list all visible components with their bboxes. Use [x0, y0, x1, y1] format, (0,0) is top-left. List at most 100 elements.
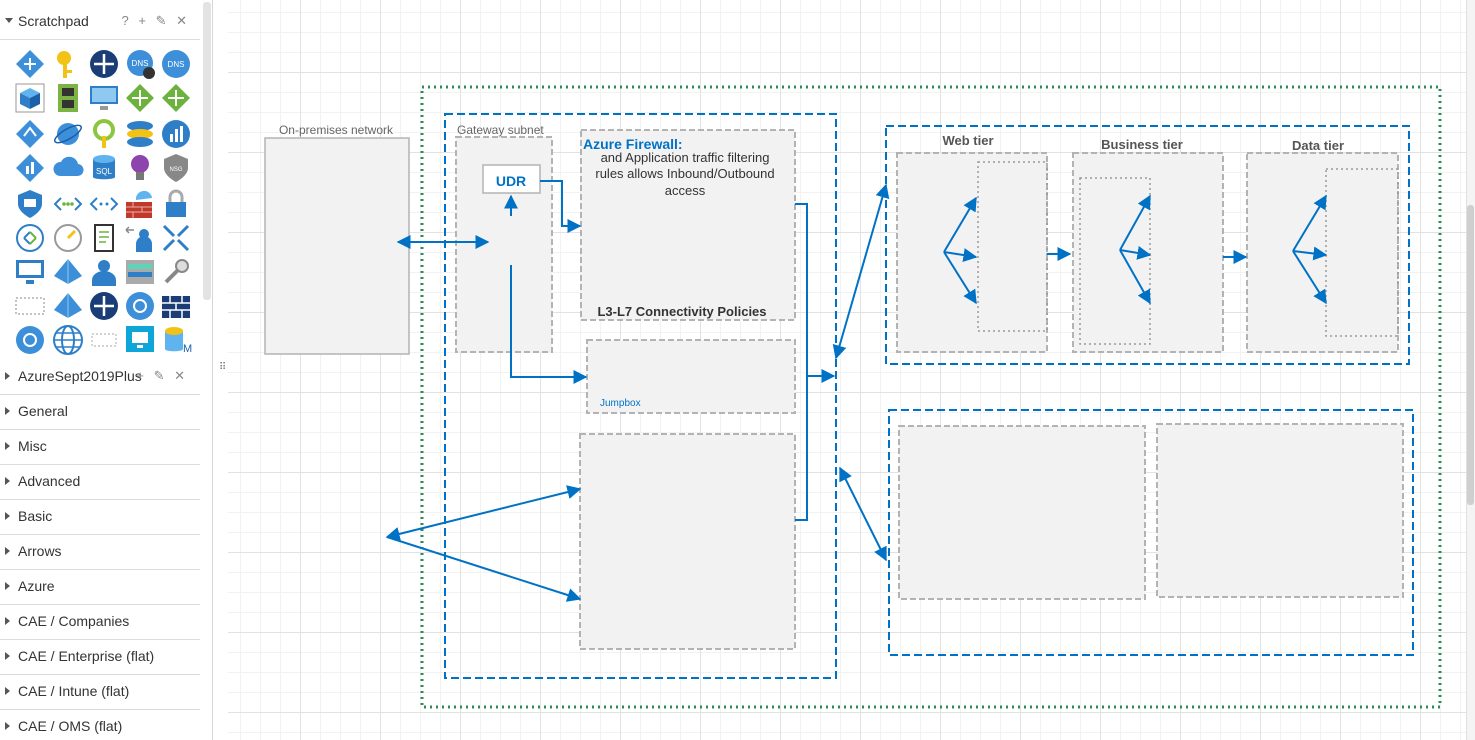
firewall-desc-2: rules allows Inbound/Outbound	[595, 166, 774, 181]
onprem-box[interactable]	[264, 137, 410, 355]
user-icon[interactable]	[88, 256, 120, 288]
sidebar-scrollbar[interactable]	[203, 2, 211, 300]
library-item-label: Misc	[18, 438, 47, 454]
shield-monitor-icon[interactable]	[14, 188, 46, 220]
lock-icon[interactable]	[160, 188, 192, 220]
library-item-azure[interactable]: Azure	[0, 570, 200, 605]
library-item-advanced[interactable]: Advanced	[0, 465, 200, 500]
spoke-2-subnet-1[interactable]	[898, 425, 1146, 600]
group-box-icon[interactable]	[14, 290, 46, 322]
onprem-label: On-premises network	[279, 123, 394, 137]
globe-icon[interactable]	[52, 324, 84, 356]
tool-icon[interactable]	[160, 256, 192, 288]
route-icon-2[interactable]	[88, 290, 120, 322]
vnet-boundary[interactable]	[420, 85, 1442, 709]
insights-icon[interactable]	[14, 152, 46, 184]
azuresept-tools[interactable]: + ✎ ✕	[136, 368, 188, 383]
cube-icon[interactable]	[14, 82, 46, 114]
business-tier-vmss[interactable]	[1079, 177, 1151, 345]
svg-text:M: M	[183, 343, 192, 355]
spoke-1-group[interactable]	[885, 125, 1410, 365]
brick-firewall-icon[interactable]	[160, 290, 192, 322]
library-item-general[interactable]: General	[0, 395, 200, 430]
library-item-label: Advanced	[18, 473, 81, 489]
load-balancer-icon[interactable]	[14, 48, 46, 80]
library-item-basic[interactable]: Basic	[0, 500, 200, 535]
cosmos-db-icon[interactable]	[52, 118, 84, 150]
dns-icon[interactable]: DNS	[160, 48, 192, 80]
library-item-label: Azure	[18, 578, 55, 594]
scratchpad-header[interactable]: Scratchpad ? + ✎ ✕	[0, 5, 200, 40]
disk-stack-icon[interactable]	[124, 118, 156, 150]
connection-icon[interactable]	[14, 222, 46, 254]
nsg-shield-icon[interactable]: NSG	[160, 152, 192, 184]
business-tier-box[interactable]	[1072, 152, 1224, 353]
jumpbox-box[interactable]	[586, 339, 796, 414]
code-brackets-icon[interactable]	[88, 188, 120, 220]
firewall-subnet-box[interactable]	[580, 129, 796, 321]
vnet-icon[interactable]	[52, 188, 84, 220]
spoke-2-subnet-2[interactable]	[1156, 423, 1404, 598]
firewall-icon[interactable]	[124, 188, 156, 220]
hub-vnet-group[interactable]	[444, 113, 837, 679]
gauge-key-icon[interactable]	[88, 118, 120, 150]
pyramid-icon-2[interactable]	[52, 290, 84, 322]
expand-icon	[5, 442, 10, 450]
globe-network-icon-2[interactable]	[14, 324, 46, 356]
library-item-arrows[interactable]: Arrows	[0, 535, 200, 570]
firewall-policy-label: L3-L7 Connectivity Policies	[597, 304, 766, 319]
storage-icon[interactable]	[124, 256, 156, 288]
library-item-cae-enterprise-flat-[interactable]: CAE / Enterprise (flat)	[0, 640, 200, 675]
vm-monitor-icon[interactable]	[124, 324, 156, 356]
web-tier-vmss[interactable]	[977, 161, 1048, 332]
script-scroll-icon[interactable]	[88, 222, 120, 254]
subnet-box-icon[interactable]	[88, 324, 120, 356]
shared-services-box[interactable]	[579, 433, 796, 650]
speedometer-icon[interactable]	[52, 222, 84, 254]
scratchpad-label: Scratchpad	[18, 13, 89, 29]
svg-text:DNS: DNS	[132, 59, 149, 68]
lightbulb-icon[interactable]	[124, 152, 156, 184]
data-tier-box[interactable]	[1246, 152, 1399, 353]
shape-library-sidebar: Scratchpad ? + ✎ ✕ DNS DNS SQL NSG	[0, 0, 213, 740]
monitor-icon[interactable]	[88, 82, 120, 114]
udr-box[interactable]	[482, 164, 541, 194]
user-transfer-icon[interactable]	[124, 222, 156, 254]
firewall-title: Azure Firewall:	[583, 136, 683, 152]
expressroute-icon[interactable]	[160, 222, 192, 254]
canvas-scrollbar-thumb[interactable]	[1467, 205, 1474, 505]
azuresept-header[interactable]: AzureSept2019Plus + ✎ ✕	[0, 360, 200, 395]
library-item-misc[interactable]: Misc	[0, 430, 200, 465]
memory-icon[interactable]	[52, 82, 84, 114]
analytics-icon[interactable]	[160, 118, 192, 150]
expand-icon	[5, 582, 10, 590]
scratchpad-tools[interactable]: ? + ✎ ✕	[121, 13, 190, 28]
library-item-label: General	[18, 403, 68, 419]
expand-icon	[5, 372, 10, 380]
network-green-icon[interactable]	[124, 82, 156, 114]
desktop-icon[interactable]	[14, 256, 46, 288]
route-icon[interactable]	[88, 48, 120, 80]
web-tier-box[interactable]	[896, 152, 1048, 353]
cloud-icon[interactable]	[52, 152, 84, 184]
business-tier-label: Business tier	[1101, 137, 1183, 152]
web-tier-label: Web tier	[942, 133, 993, 148]
data-tier-label: Data tier	[1292, 138, 1344, 153]
key-icon[interactable]	[52, 48, 84, 80]
sql-database-icon[interactable]: SQL	[88, 152, 120, 184]
traffic-manager-icon[interactable]	[14, 118, 46, 150]
library-item-label: Basic	[18, 508, 53, 524]
pyramid-icon[interactable]	[52, 256, 84, 288]
network-green-icon-2[interactable]	[160, 82, 192, 114]
managed-db-icon[interactable]: M	[160, 324, 192, 356]
globe-network-icon[interactable]	[124, 290, 156, 322]
dns-zone-icon[interactable]: DNS	[124, 48, 156, 80]
library-item-cae-companies[interactable]: CAE / Companies	[0, 605, 200, 640]
library-item-cae-intune-flat-[interactable]: CAE / Intune (flat)	[0, 675, 200, 710]
connectors[interactable]	[385, 180, 1328, 602]
library-item-cae-oms-flat-[interactable]: CAE / OMS (flat)	[0, 710, 200, 740]
splitter-handle-icon[interactable]: ⠿	[219, 362, 227, 373]
diagram-canvas[interactable]	[228, 0, 1466, 740]
data-tier-vmss[interactable]	[1325, 168, 1399, 337]
